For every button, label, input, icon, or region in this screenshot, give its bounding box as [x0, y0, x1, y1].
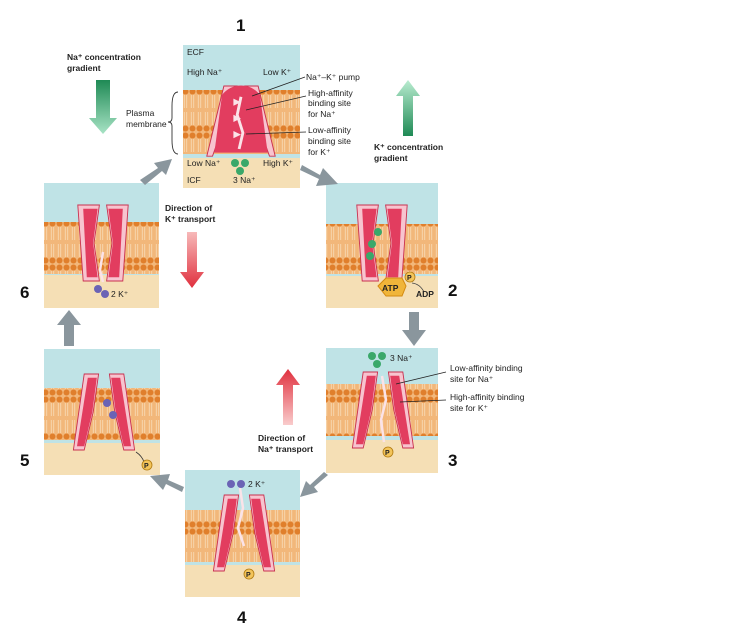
plasma-membrane-line-2: membrane	[126, 119, 167, 129]
high-affinity-na-line-1: High-affinity	[308, 88, 353, 98]
two-k-entering-label: 2 K⁺	[111, 289, 129, 299]
na-gradient-line-2: gradient	[67, 63, 101, 73]
k-transport-direction: Direction of K⁺ transport	[165, 203, 215, 288]
phosphate-label: P	[407, 275, 412, 282]
na-ion	[368, 352, 376, 360]
step-number-4: 4	[237, 608, 247, 627]
panel-step-2: ATP P ADP	[326, 183, 438, 308]
na-gradient-line-1: Na⁺ concentration	[67, 52, 141, 62]
flow-arrow-2-to-3	[402, 312, 426, 346]
k-ion	[101, 290, 109, 298]
flow-arrow-4-to-5	[150, 474, 184, 492]
na-gradient: Na⁺ concentration gradient	[67, 52, 141, 134]
panel-step-6: 2 K⁺	[44, 183, 159, 308]
flow-arrow-5-to-6	[57, 310, 81, 346]
low-affinity-na-line-1: Low-affinity binding	[450, 363, 523, 373]
step-number-5: 5	[20, 451, 29, 470]
panel-step-1: ECF High Na⁺ Low K⁺ Low Na⁺ High K⁺ ICF …	[183, 45, 300, 188]
pump-callout: Na⁺–K⁺ pump	[306, 72, 360, 82]
phosphate-label: P	[246, 572, 251, 579]
na-ion	[366, 252, 374, 260]
plasma-membrane-line-1: Plasma	[126, 108, 155, 118]
phosphate-label: P	[385, 450, 390, 457]
k-direction-arrow	[180, 232, 204, 288]
low-affinity-na-line-2: site for Na⁺	[450, 374, 494, 384]
k-ion	[109, 411, 117, 419]
k-gradient: K⁺ concentration gradient	[374, 80, 443, 163]
atp-label: ATP	[382, 283, 399, 293]
k-direction-line-1: Direction of	[165, 203, 212, 213]
flow-arrow-6-to-1	[140, 159, 172, 185]
high-k-label: High K⁺	[263, 158, 294, 168]
na-ion	[241, 159, 249, 167]
k-gradient-line-1: K⁺ concentration	[374, 142, 443, 152]
na-gradient-arrow	[89, 80, 117, 134]
cycle-arrows	[57, 159, 426, 497]
phosphate	[243, 568, 255, 580]
k-direction-line-2: K⁺ transport	[165, 214, 215, 224]
na-ion	[368, 240, 376, 248]
adp-label: ADP	[416, 289, 434, 299]
k-gradient-arrow	[396, 80, 420, 136]
phosphate	[141, 459, 153, 471]
high-affinity-k-line-1: High-affinity binding	[450, 392, 525, 402]
ecf-label: ECF	[187, 47, 204, 57]
flow-arrow-1-to-2	[300, 165, 338, 186]
k-ion	[227, 480, 235, 488]
na-direction-arrow	[276, 369, 300, 425]
step-number-2: 2	[448, 281, 457, 300]
na-transport-direction: Direction of Na⁺ transport	[258, 369, 313, 454]
phosphate-label: P	[144, 463, 149, 470]
k-ion	[103, 399, 111, 407]
low-affinity-k-line-1: Low-affinity	[308, 125, 352, 135]
high-na-label: High Na⁺	[187, 67, 223, 77]
high-affinity-na-line-2: binding site	[308, 98, 351, 108]
panel-step-4: 2 K⁺ P	[185, 470, 300, 597]
na-ion	[231, 159, 239, 167]
phosphate	[404, 271, 416, 283]
phosphate	[382, 446, 394, 458]
step-number-3: 3	[448, 451, 457, 470]
low-na-label: Low Na⁺	[187, 158, 221, 168]
panel-step-3: 3 Na⁺ P	[326, 348, 447, 473]
high-affinity-k-line-2: site for K⁺	[450, 403, 489, 413]
na-ion	[236, 167, 244, 175]
two-k-label: 2 K⁺	[248, 479, 266, 489]
na-direction-line-2: Na⁺ transport	[258, 444, 313, 454]
panel-step-5: P	[44, 349, 160, 475]
low-affinity-k-line-2: binding site	[308, 136, 351, 146]
icf-label: ICF	[187, 175, 201, 185]
pump-callouts: Na⁺–K⁺ pump High-affinity binding site f…	[126, 72, 360, 157]
three-na-released-label: 3 Na⁺	[390, 353, 413, 363]
na-ion	[378, 352, 386, 360]
low-affinity-k-line-3: for K⁺	[308, 147, 331, 157]
na-direction-line-1: Direction of	[258, 433, 305, 443]
na-ion	[373, 360, 381, 368]
three-na-label: 3 Na⁺	[233, 175, 256, 185]
k-ion	[94, 285, 102, 293]
flow-arrow-3-to-4	[300, 472, 328, 497]
k-ion	[237, 480, 245, 488]
low-k-label: Low K⁺	[263, 67, 292, 77]
step-number-1: 1	[236, 16, 245, 35]
step-number-6: 6	[20, 283, 29, 302]
high-affinity-na-line-3: for Na⁺	[308, 109, 336, 119]
k-gradient-line-2: gradient	[374, 153, 408, 163]
na-ion	[374, 228, 382, 236]
